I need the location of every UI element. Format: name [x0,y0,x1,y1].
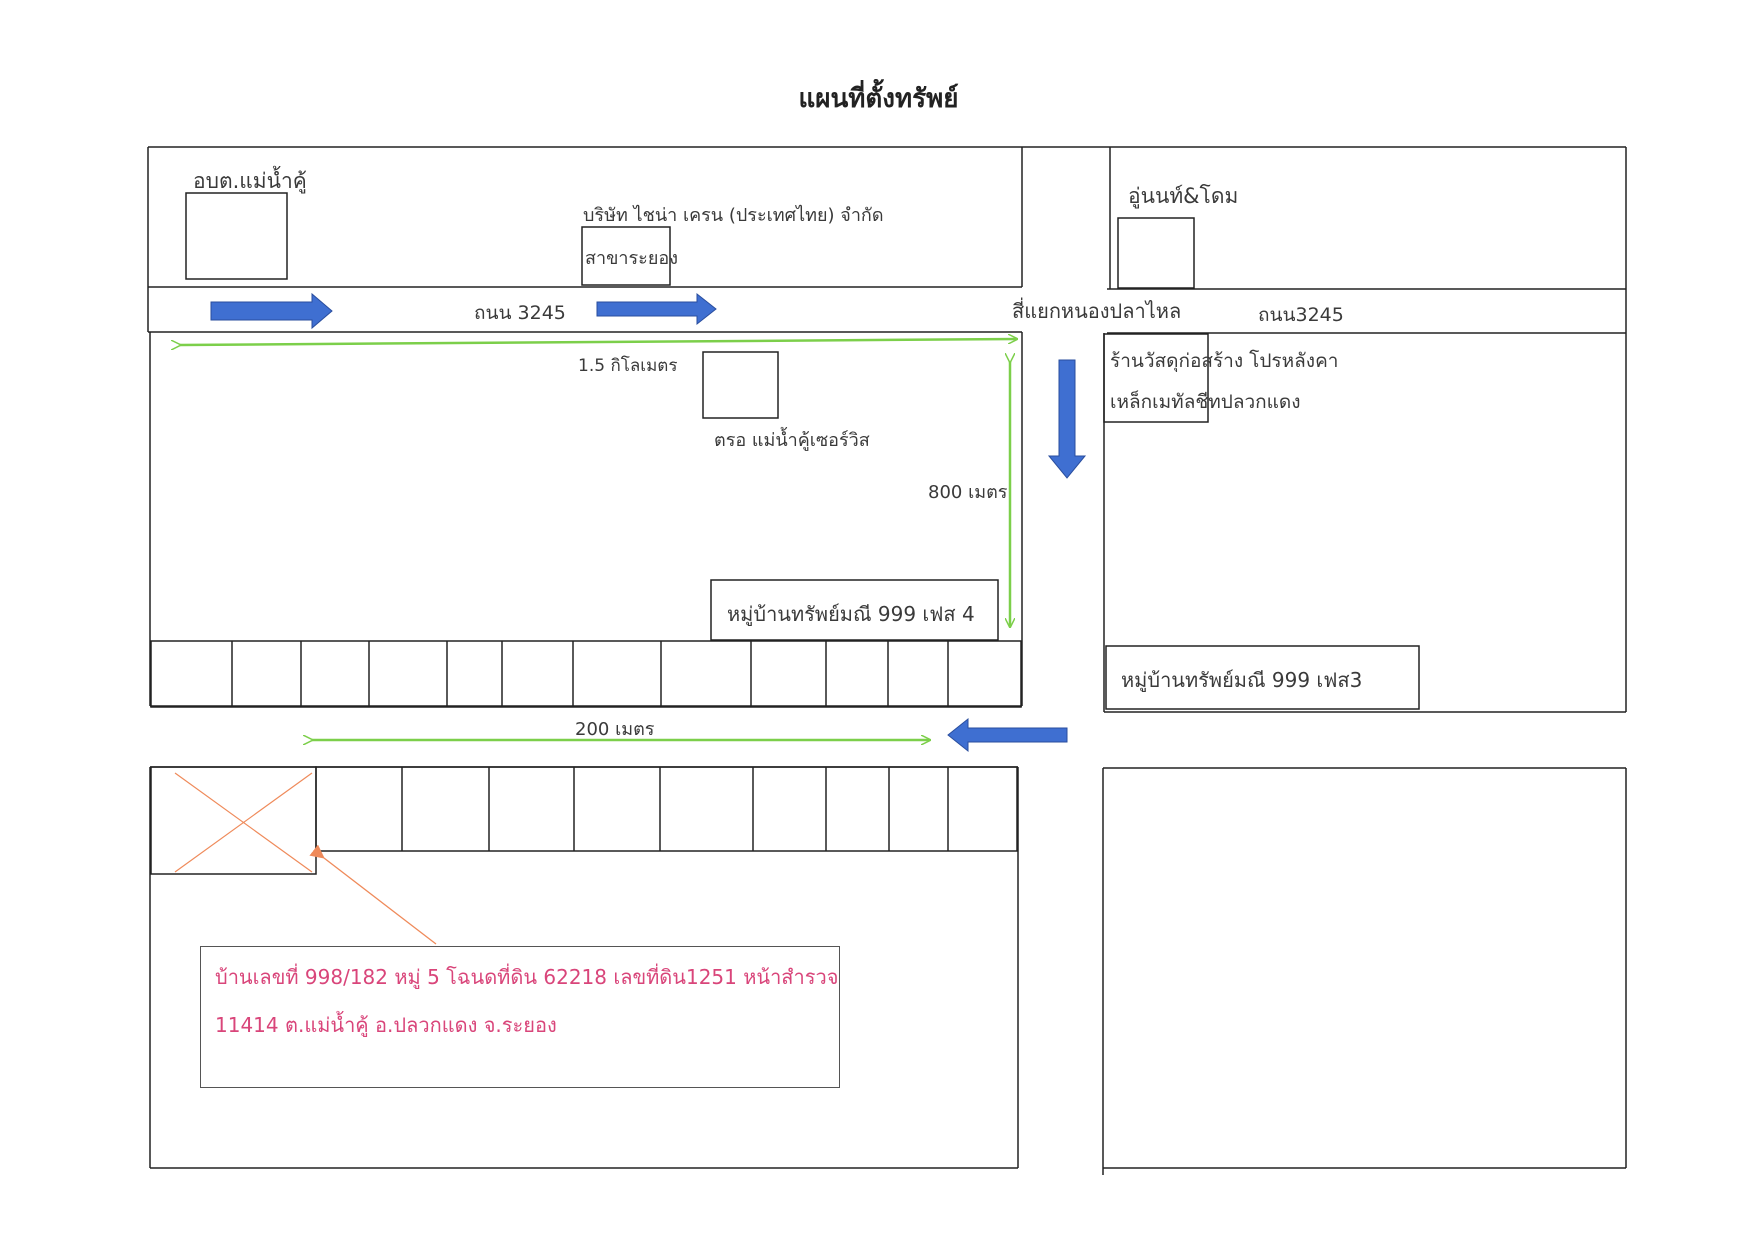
distance-lines [180,339,1017,740]
vertical-distance-label: 800 เมตร [928,482,1008,503]
police-station-label: ตรอ แม่น้ำคู้เซอร์วิส [714,430,870,451]
lane-distance-label: 200 เมตร [575,719,655,740]
house-row-north [150,640,1022,708]
hardware-store-label-1: ร้านวัสดุก่อสร้าง โปรหลังคา [1110,350,1339,372]
hardware-store-building [1103,333,1209,423]
hardware-store-label-2: เหล็กเมทัลชีทปลวกแดง [1110,391,1301,413]
garage-label: อู่นนท์&โดม [1128,184,1239,208]
subdistrict-office-label: อบต.แม่น้ำคู้ [193,169,307,193]
village-phase3-sign [1105,645,1420,710]
road-3245-left-label: ถนน 3245 [474,302,566,324]
village-phase4-label: หมู่บ้านทรัพย์มณี 999 เฟส 4 [727,602,975,626]
company-building [581,226,671,286]
page-title: แผนที่ตั้งทรัพย์ [798,84,959,114]
address-line-2: 11414 ต.แม่น้ำคู้ อ.ปลวกแดง จ.ระยอง [215,1013,557,1037]
garage-building [1117,217,1195,289]
company-name-label: บริษัท ไชน่า เครน (ประเทศไทย) จำกัด [583,205,884,226]
house-row-south [150,766,1018,875]
blue-block-arrow-icon [210,292,1087,753]
police-station-building [702,351,779,419]
horizontal-distance-label: 1.5 กิโลเมตร [578,356,678,376]
village-phase3-label: หมู่บ้านทรัพย์มณี 999 เฟส3 [1121,668,1363,692]
pointer-arrow [309,844,437,945]
company-branch-label: สาขาระยอง [585,248,678,269]
subdistrict-office-building [185,192,288,280]
intersection-label: สี่แยกหนองปลาไหล [1012,299,1182,323]
address-line-1: บ้านเลขที่ 998/182 หมู่ 5 โฉนดที่ดิน 622… [215,965,839,989]
address-box: บ้านเลขที่ 998/182 หมู่ 5 โฉนดที่ดิน 622… [200,946,840,1088]
road-3245-right-label: ถนน3245 [1258,304,1344,326]
village-phase4-sign [710,579,999,641]
cross-mark-icon [174,772,313,873]
